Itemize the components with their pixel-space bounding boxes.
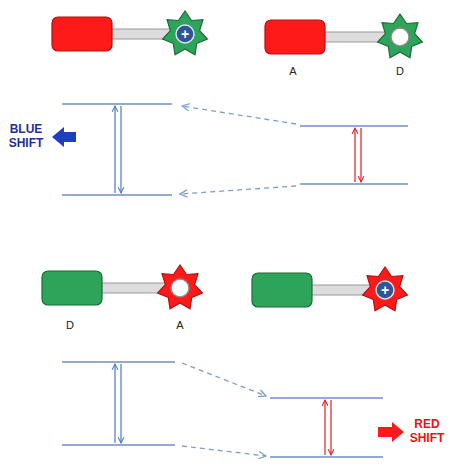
absorption-arrow — [114, 106, 115, 193]
correlation-arrow — [182, 446, 266, 456]
energy-level — [62, 103, 172, 104]
shift-label: RED SHIFT — [407, 418, 447, 446]
blue-shift-arrow — [52, 127, 76, 147]
energy-level — [300, 125, 408, 126]
acceptor-label: A — [176, 319, 183, 332]
absorption-arrow — [354, 128, 355, 182]
unit-box — [252, 273, 312, 307]
red-shift-arrow — [378, 422, 404, 442]
unit-box — [52, 17, 112, 51]
emission-arrow — [360, 128, 361, 182]
energy-level — [62, 194, 172, 195]
hole-circle — [391, 28, 409, 46]
shift-label: BLUE SHIFT — [3, 123, 49, 151]
energy-level — [270, 397, 383, 398]
absorption-arrow — [324, 400, 325, 455]
emission-arrow — [120, 364, 121, 443]
charge-sign: + — [381, 282, 389, 298]
charge-circle — [376, 281, 394, 299]
star-group — [163, 11, 208, 55]
charge-circle — [176, 25, 194, 43]
correlation-arrow — [180, 186, 296, 194]
energy-level — [62, 361, 175, 362]
star-group — [378, 14, 423, 58]
donor-label: D — [66, 319, 74, 332]
correlation-arrow — [182, 363, 266, 396]
energy-level — [62, 444, 175, 445]
energy-level — [270, 456, 383, 457]
emission-arrow — [330, 400, 331, 455]
unit-box — [42, 271, 102, 305]
correlation-arrow — [182, 106, 296, 124]
star-group — [363, 267, 408, 311]
star-group — [158, 265, 203, 309]
emission-arrow — [120, 106, 121, 193]
bridge-bar — [100, 283, 168, 293]
donor-label: D — [396, 65, 404, 78]
hole-circle — [171, 279, 189, 297]
acceptor-label: A — [289, 65, 296, 78]
absorption-arrow — [114, 364, 115, 443]
energy-level — [300, 183, 408, 184]
bridge-bar — [323, 32, 388, 42]
charge-sign: + — [181, 26, 189, 42]
unit-box — [265, 20, 325, 54]
